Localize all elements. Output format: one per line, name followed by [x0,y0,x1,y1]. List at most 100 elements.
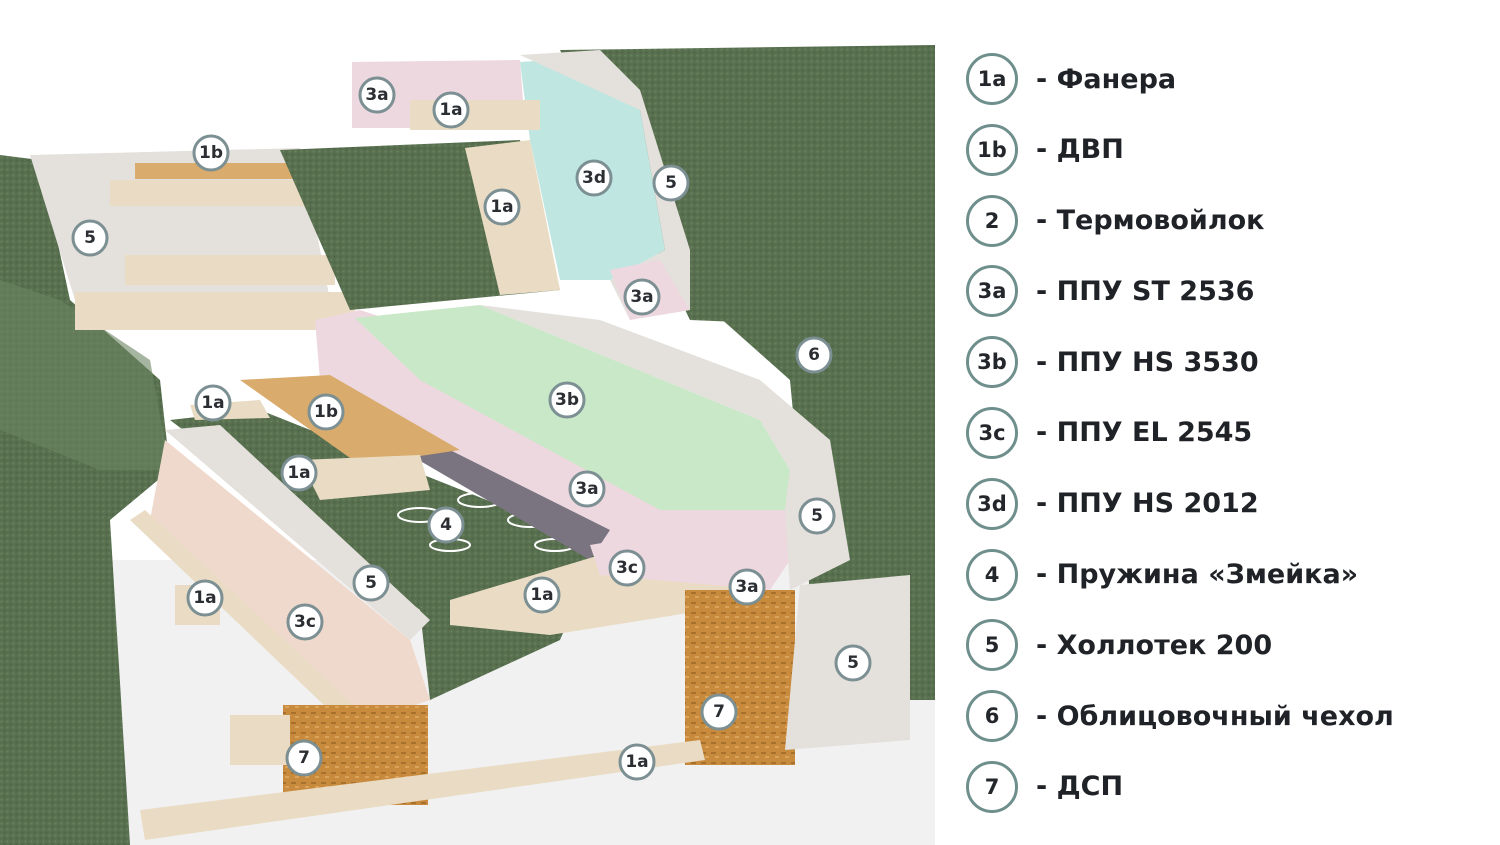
callout-label: 3a [575,479,598,499]
legend: 1a- Фанера 1b - ДВП 2- Термовойлок 3a - ППУ S… [966,48,1486,818]
callout-7: 7 [700,693,738,731]
callout-circle [548,381,586,419]
callout-1a: 1a [194,384,232,422]
legend-label: - Пружина «Змейка» [1036,559,1359,591]
legend-label: - ДВП [1036,134,1124,166]
callout-1a: 1a [186,579,224,617]
callout-label: 3c [294,612,316,632]
callout-circle [432,91,470,129]
callout-label: 5 [84,228,96,248]
back-panel-plywood-top [410,100,540,130]
base-plywood-left [230,715,290,765]
callout-label: 5 [365,573,377,593]
callout-circle [194,384,232,422]
callout-1a: 1a [432,91,470,129]
front-rail-foam [150,440,430,720]
callout-label: 7 [298,748,310,768]
seat-fiberboard [240,375,460,465]
callout-circle [618,743,656,781]
callout-1a: 1a [483,188,521,226]
callout-3a: 3a [358,76,396,114]
legend-badge: 1b [966,123,1018,176]
legend-badge: 3b [966,336,1018,389]
callout-label: 5 [665,173,677,193]
legend-label: - Термовойлок [1036,205,1265,237]
callout-3a: 3a [623,278,661,316]
callout-label: 3a [735,577,758,597]
legend-badge: 5 [966,619,1018,672]
callout-label: 1b [199,143,223,163]
callout-circle [71,219,109,257]
callout-label: 7 [713,702,725,722]
callout-circle [652,164,690,202]
legend-label: - ППУ HS 3530 [1036,346,1259,378]
legend-item: 3b - ППУ HS 3530 [966,331,1486,393]
callout-circle [795,336,833,374]
callout-circle [568,470,606,508]
callout-1a: 1a [523,576,561,614]
legend-item: 4- Пружина «Змейка» [966,544,1486,606]
legend-badge: 3d [966,477,1018,530]
callout-label: 1a [201,393,224,413]
callout-label: 1a [530,585,553,605]
callout-label: 5 [811,506,823,526]
callout-5: 5 [352,564,390,602]
callout-circle [728,568,766,606]
callout-6: 6 [795,336,833,374]
callout-1a: 1a [280,454,318,492]
callout-3a: 3a [568,470,606,508]
thermo-felt [410,445,610,560]
callout-3a: 3a [728,568,766,606]
legend-badge: 6 [966,690,1018,743]
legend-label: - ППУ EL 2545 [1036,417,1253,449]
callout-label: 5 [847,653,859,673]
legend-label: - Холлотек 200 [1036,629,1273,661]
legend-item: 1b - ДВП [966,119,1486,181]
legend-badge: 3c [966,406,1018,459]
callout-circle [352,564,390,602]
callout-label: 3b [555,390,579,410]
back-frame-plywood-2 [125,255,335,285]
callout-circle [623,278,661,316]
callout-5: 5 [71,219,109,257]
callout-circle [280,454,318,492]
back-frame-plywood-1 [110,180,330,206]
callout-circle [483,188,521,226]
legend-label: - ППУ HS 2012 [1036,488,1259,520]
callout-label: 1a [490,197,513,217]
callout-label: 1a [193,588,216,608]
front-rail-plywood [130,510,370,730]
callout-label: 3a [365,85,388,105]
callout-3c: 3c [286,603,324,641]
callout-label: 4 [440,515,452,535]
legend-item: 6- Облицовочный чехол [966,685,1486,747]
legend-item: 1a- Фанера [966,48,1486,110]
callout-5: 5 [798,497,836,535]
callout-3b: 3b [548,381,586,419]
callout-label: 3c [616,558,638,578]
callout-circle [575,159,613,197]
callout-label: 1a [439,100,462,120]
back-cushion [560,45,935,330]
callout-circle [834,644,872,682]
callout-label: 1a [625,752,648,772]
callout-5: 5 [834,644,872,682]
legend-item: 5 - Холлотек 200 [966,614,1486,676]
callout-circle [427,506,465,544]
callout-circle [523,576,561,614]
legend-label: - Фанера [1036,63,1177,95]
legend-item: 2- Термовойлок [966,190,1486,252]
legend-item: 7- ДСП [966,756,1486,818]
callout-circle [700,693,738,731]
callout-circle [285,739,323,777]
legend-item: 3a - ППУ ST 2536 [966,260,1486,322]
callout-circle [358,76,396,114]
legend-item: 3c - ППУ EL 2545 [966,402,1486,464]
callout-4: 4 [427,506,465,544]
back-frame-plywood-3 [75,292,355,330]
legend-badge: 3a [966,265,1018,318]
legend-label: - ППУ ST 2536 [1036,275,1255,307]
callout-1a: 1a [618,743,656,781]
back-frame-fiberboard [135,163,325,179]
